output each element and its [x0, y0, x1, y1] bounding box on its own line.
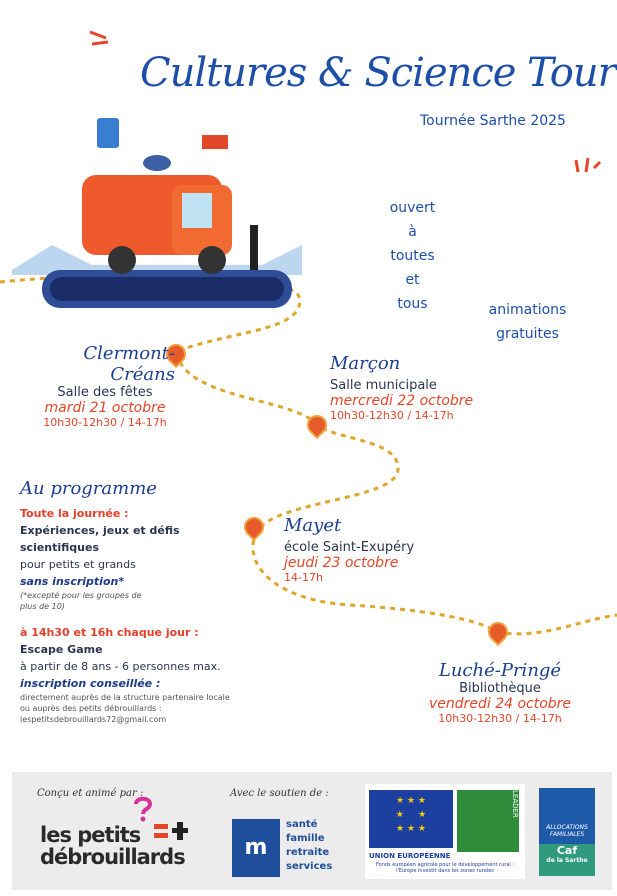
activity-audience: pour petits et grands	[20, 558, 136, 571]
stop-venue: Salle municipale	[330, 378, 437, 393]
msa-logo: m	[232, 819, 280, 877]
footnote: (*excepté pour les groupes de plus de 10…	[20, 591, 142, 611]
caf-region: de la Sarthe	[546, 857, 588, 864]
registration-note: inscription conseillée :	[20, 677, 161, 690]
stop-city: Marçon	[330, 353, 401, 374]
eu-leader-logo: ★ ★ ★★ ★★ ★ ★ LEADER UNION EUROPÉENNE Fo…	[365, 784, 525, 879]
free-activities-text: animations gratuites	[480, 298, 575, 346]
poster-title: Cultures & Science Tour	[140, 50, 617, 96]
registration-note: sans inscription*	[20, 575, 125, 588]
stop-date: vendredi 24 octobre	[428, 696, 572, 712]
logo-text: les petits	[40, 823, 141, 847]
all-day-label: Toute la journée :	[20, 507, 129, 520]
stop-city: Clermont-Créans	[83, 343, 175, 385]
stop-hours: 10h30-12h30 / 14-17h	[438, 712, 562, 725]
caf-logo: ALLOCATIONS FAMILIALES Caf de la Sarthe	[539, 788, 595, 876]
eu-flag-icon: ★ ★ ★★ ★★ ★ ★	[369, 790, 453, 848]
stop-venue: Salle des fêtes	[57, 385, 153, 400]
activity-title: Escape Game	[20, 643, 103, 656]
stop-date: mardi 21 octobre	[44, 400, 166, 416]
partners-footer: Conçu et animé par : les petits débrouil…	[12, 772, 612, 890]
activity-title: Expériences, jeux et défis scientifiques	[20, 524, 180, 554]
poster-subtitle: Tournée Sarthe 2025	[420, 113, 566, 129]
stop-venue: école Saint-Exupéry	[284, 540, 415, 555]
leader-logo: LEADER	[457, 790, 519, 852]
msa-line: famille	[286, 833, 325, 844]
schedule-label: à 14h30 et 16h chaque jour :	[20, 626, 199, 639]
designed-by-label: Conçu et animé par :	[37, 788, 144, 799]
stop-clermont-creans: Clermont-Créans Salle des fêtes mardi 21…	[35, 343, 175, 429]
logo-text: débrouillards	[40, 845, 186, 869]
eu-label: UNION EUROPÉENNE	[369, 852, 451, 860]
petits-debrouillards-logo: les petits débrouillards	[40, 823, 186, 869]
msa-line: services	[286, 861, 333, 872]
plus-icon	[154, 822, 188, 840]
msa-line: santé	[286, 819, 318, 830]
tagline-line: gratuites	[496, 326, 559, 342]
eu-note: Fonds européen agricole pour le développ…	[375, 862, 515, 874]
stop-marcon: Marçon Salle municipale mercredi 22 octo…	[330, 353, 473, 422]
activity-audience: à partir de 8 ans - 6 personnes max.	[20, 660, 221, 673]
science-van-illustration	[12, 118, 302, 308]
tagline-line: ouvert à	[389, 200, 436, 240]
open-to-all-text: ouvert à toutes et tous	[385, 196, 440, 316]
stop-city: Luché-Pringé	[438, 660, 562, 681]
stop-date: jeudi 23 octobre	[284, 555, 399, 571]
tagline-line: tous	[397, 296, 428, 312]
stop-hours: 10h30-12h30 / 14-17h	[330, 409, 454, 422]
caf-name: Caf	[556, 844, 578, 857]
programme-section: Au programme Toute la journée : Expérien…	[20, 478, 260, 725]
sparkle-icon	[89, 30, 109, 46]
stop-hours: 10h30-12h30 / 14-17h	[43, 416, 167, 429]
tagline-line: animations	[488, 302, 567, 318]
question-mark-icon	[134, 796, 153, 822]
stop-date: mercredi 22 octobre	[330, 393, 474, 409]
msa-services: santé famille retraite services	[286, 818, 332, 874]
support-label: Avec le soutien de :	[230, 788, 329, 799]
caf-label: ALLOCATIONS FAMILIALES	[539, 788, 595, 844]
sparkle-icon	[574, 157, 602, 173]
stop-city: Mayet	[284, 515, 342, 536]
stop-mayet: Mayet école Saint-Exupéry jeudi 23 octob…	[284, 515, 414, 584]
stop-luche-pringe: Luché-Pringé Bibliothèque vendredi 24 oc…	[420, 660, 580, 725]
stop-hours: 14-17h	[284, 571, 323, 584]
msa-line: retraite	[286, 847, 330, 858]
stop-venue: Bibliothèque	[459, 681, 541, 696]
registration-details: directement auprès de la structure parte…	[20, 693, 230, 713]
tagline-line: toutes et	[390, 248, 435, 288]
programme-heading: Au programme	[20, 478, 157, 499]
contact-email[interactable]: lespetitsdebrouillards72@gmail.com	[20, 715, 167, 724]
